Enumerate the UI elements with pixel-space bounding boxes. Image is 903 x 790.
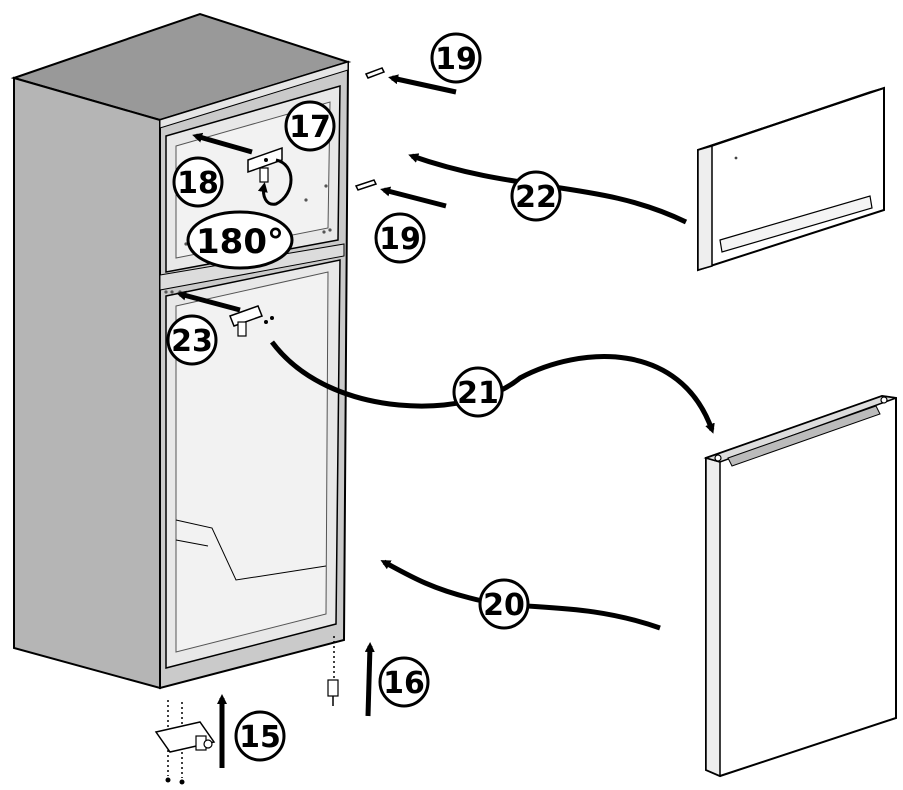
callout-22: 22 bbox=[510, 170, 562, 222]
rotation-label: 180° bbox=[196, 222, 284, 262]
callout-18: 18 bbox=[172, 156, 224, 208]
cabinet-top-edge-strip bbox=[159, 61, 349, 129]
arrow-19-top bbox=[388, 74, 457, 95]
callout-21-label: 21 bbox=[457, 376, 499, 411]
callout-16: 16 bbox=[378, 656, 430, 708]
hole-plug-mid bbox=[354, 179, 378, 191]
crisper-outline-inner bbox=[175, 539, 209, 547]
bottom-hinge-assembly bbox=[154, 700, 216, 785]
freezer-door bbox=[697, 86, 885, 272]
callout-19-mid: 19 bbox=[374, 212, 426, 264]
middle-hinge bbox=[229, 305, 274, 337]
crisper-outline bbox=[175, 519, 327, 581]
callout-20: 20 bbox=[478, 578, 530, 630]
fridge-door bbox=[703, 394, 897, 778]
adjustable-foot bbox=[327, 636, 339, 706]
callout-22-label: 22 bbox=[515, 180, 557, 215]
hinge-rotation-arrow bbox=[257, 158, 293, 206]
callout-23: 23 bbox=[166, 314, 218, 366]
callout-15: 15 bbox=[234, 710, 286, 762]
cabinet-side-face bbox=[13, 76, 161, 690]
callout-rotation: 180° bbox=[186, 210, 294, 270]
callout-16-label: 16 bbox=[383, 666, 425, 701]
callout-15-label: 15 bbox=[239, 720, 281, 755]
arrow-16 bbox=[364, 642, 375, 717]
callout-17: 17 bbox=[284, 100, 336, 152]
callout-19-mid-label: 19 bbox=[379, 222, 421, 257]
top-hinge-bracket bbox=[247, 146, 283, 183]
arrow-19-mid bbox=[380, 186, 447, 209]
fridge-inner-wall bbox=[175, 271, 329, 653]
callout-17-label: 17 bbox=[289, 110, 331, 145]
callout-19-top-label: 19 bbox=[435, 42, 477, 77]
callout-23-label: 23 bbox=[171, 324, 213, 359]
arrow-21 bbox=[269, 340, 715, 434]
hole-plug-top bbox=[364, 67, 386, 79]
callout-18-label: 18 bbox=[177, 166, 219, 201]
callout-20-label: 20 bbox=[483, 588, 525, 623]
callout-21: 21 bbox=[452, 366, 504, 418]
callout-19-top: 19 bbox=[430, 32, 482, 84]
arrow-18 bbox=[192, 132, 253, 155]
arrow-23 bbox=[176, 290, 241, 313]
